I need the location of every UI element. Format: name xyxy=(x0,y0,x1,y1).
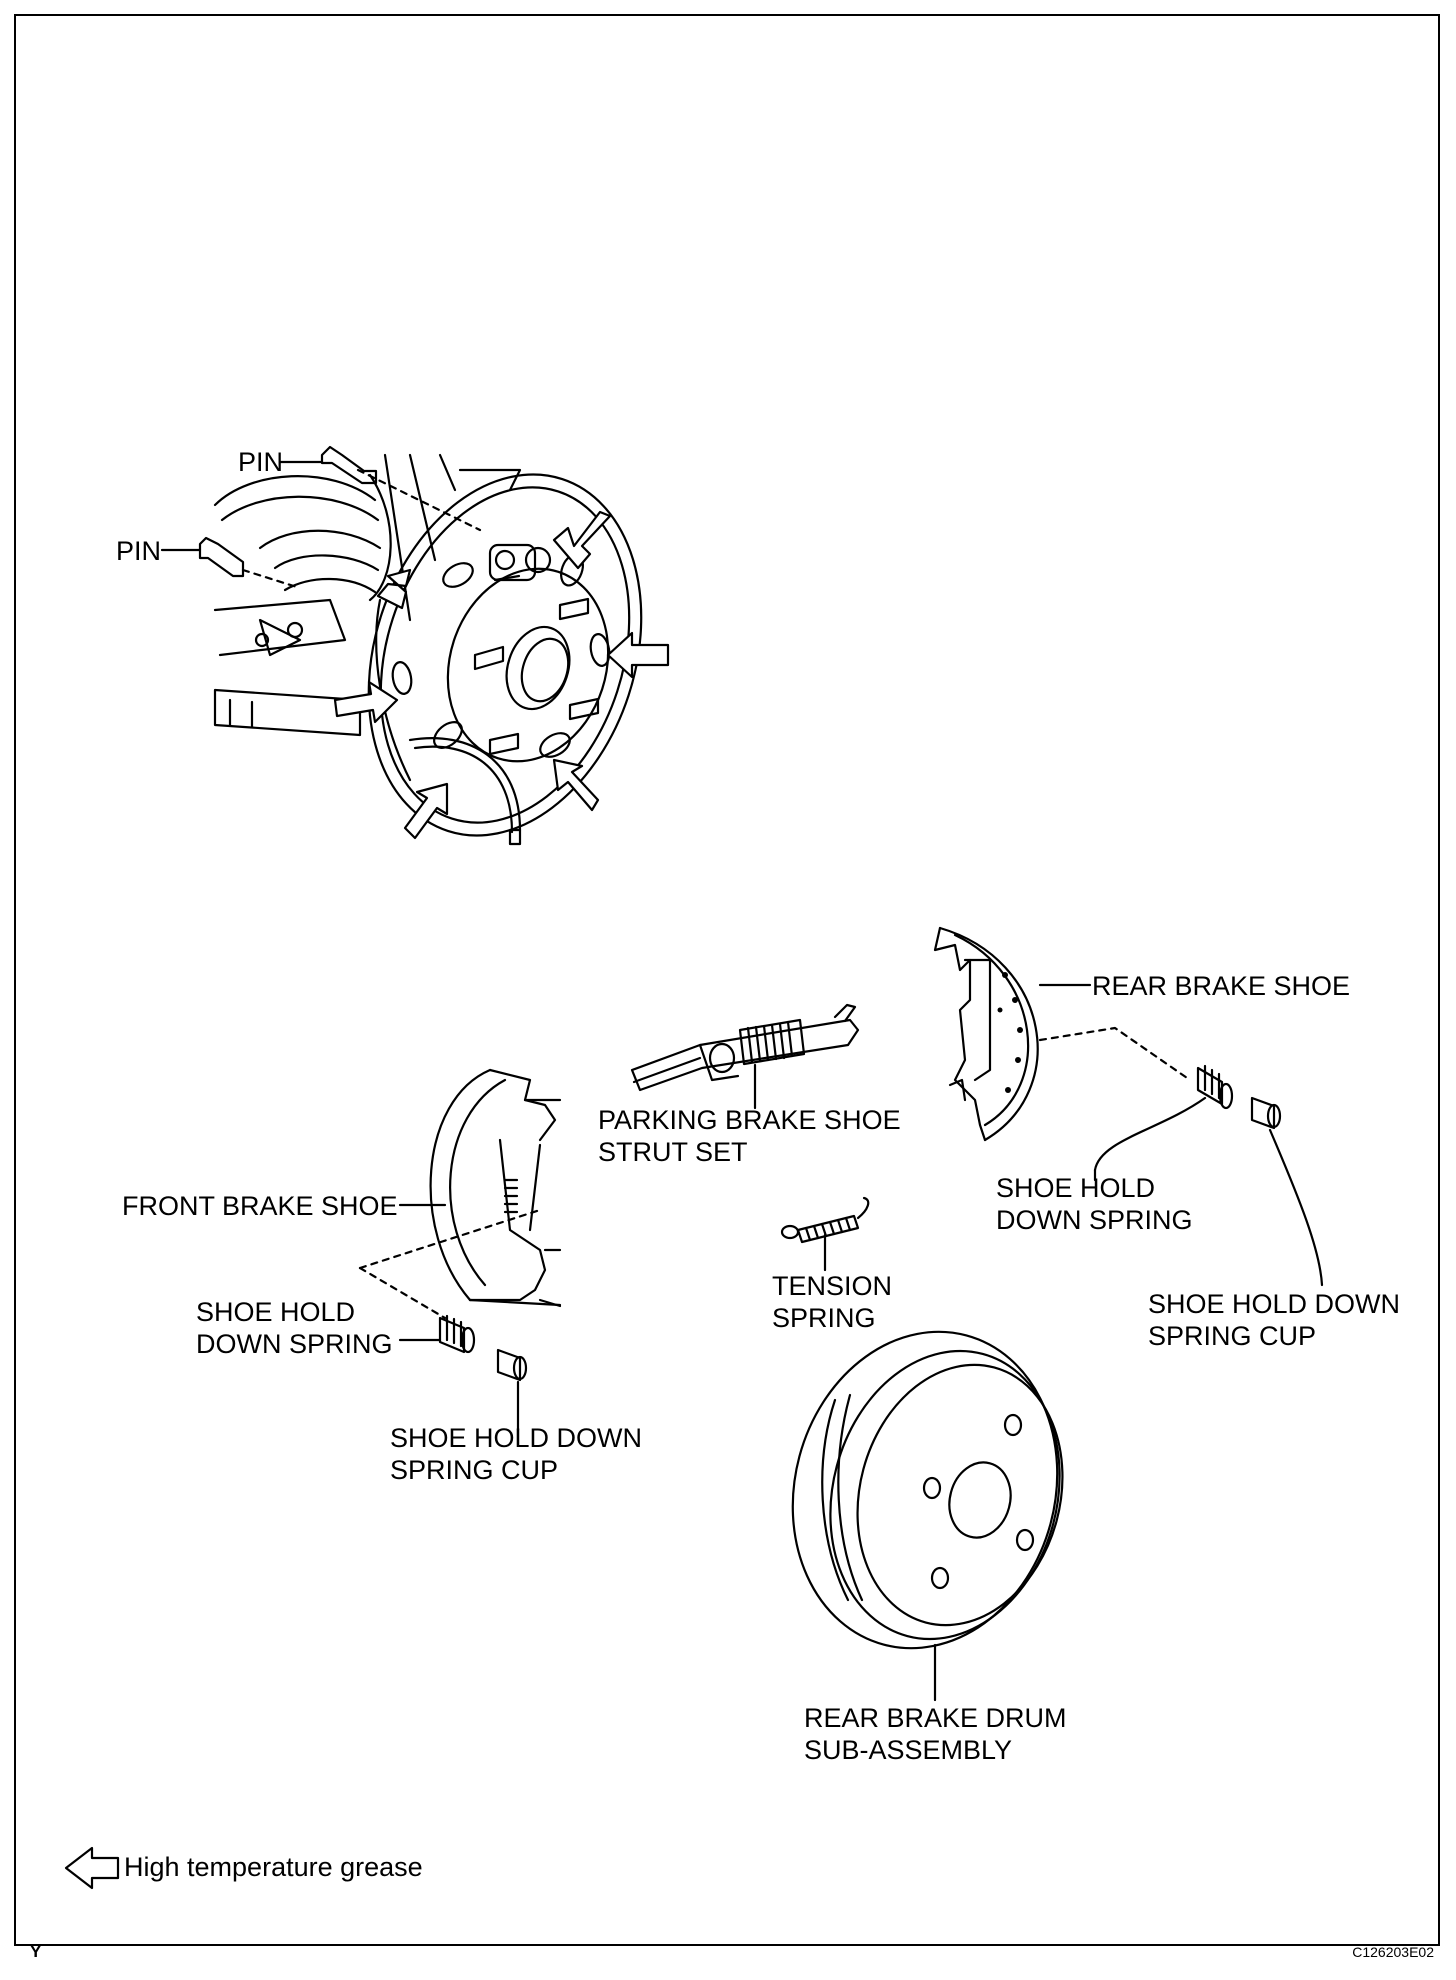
label-rear-brake-shoe: REAR BRAKE SHOE xyxy=(1092,971,1351,1001)
label-parking-strut-line2: STRUT SET xyxy=(598,1137,748,1167)
backing-plate-assembly xyxy=(160,445,670,846)
arrow-icon xyxy=(376,568,412,610)
label-pin-left: PIN xyxy=(116,536,162,566)
rear-brake-drum xyxy=(791,1330,1064,1702)
label-drum-line2: SUB-ASSEMBLY xyxy=(804,1735,1013,1765)
outline-arrow-left-icon xyxy=(64,1846,120,1890)
label-cup-right-line1: SHOE HOLD DOWN xyxy=(1148,1289,1401,1319)
front-brake-shoe xyxy=(358,1068,562,1320)
drum-center-bore xyxy=(948,1461,1012,1539)
rear-brake-shoe xyxy=(933,926,1192,1142)
label-shoe-spring-left-line2: DOWN SPRING xyxy=(196,1329,393,1359)
shoe-hold-down-spring-cup-left xyxy=(496,1348,528,1432)
legend-text: High temperature grease xyxy=(124,1852,423,1882)
label-cup-left-line2: SPRING CUP xyxy=(390,1455,559,1485)
parking-cable xyxy=(408,737,522,832)
label-tension-line2: SPRING xyxy=(772,1303,876,1333)
label-shoe-spring-left-line1: SHOE HOLD xyxy=(196,1297,356,1327)
corner-mark: Y xyxy=(30,1942,42,1961)
suspension-arm xyxy=(213,688,362,737)
figure-frame xyxy=(14,14,1440,1946)
arrow-icon xyxy=(403,782,449,840)
backing-plate xyxy=(367,473,643,837)
label-cup-left-line1: SHOE HOLD DOWN xyxy=(390,1423,643,1453)
figure-code: C126203E02 xyxy=(1352,1944,1434,1960)
front-shoe-spring xyxy=(503,1178,519,1214)
arrow-icon xyxy=(606,631,670,679)
label-pin-top: PIN xyxy=(238,447,284,477)
grease-arrows xyxy=(333,510,670,840)
label-drum-line1: REAR BRAKE DRUM xyxy=(804,1703,1067,1733)
pin-top-shape xyxy=(320,445,378,485)
label-shoe-spring-right-line1: SHOE HOLD xyxy=(996,1173,1156,1203)
label-parking-strut-line1: PARKING BRAKE SHOE xyxy=(598,1105,901,1135)
arrow-icon xyxy=(552,758,600,812)
coil-spring xyxy=(213,473,392,602)
label-shoe-spring-right-line2: DOWN SPRING xyxy=(996,1205,1193,1235)
axle-hub xyxy=(446,567,610,763)
wheel-cylinder xyxy=(488,543,537,582)
shoe-hold-down-spring-cup-right xyxy=(1250,1096,1324,1287)
label-front-brake-shoe: FRONT BRAKE SHOE xyxy=(122,1191,398,1221)
hub-studs xyxy=(473,574,600,756)
label-tension-line1: TENSION xyxy=(772,1271,893,1301)
shoe-hold-down-spring-left xyxy=(398,1314,476,1354)
grease-points xyxy=(391,553,611,758)
arrow-icon xyxy=(333,680,399,724)
parking-brake-strut xyxy=(630,1003,860,1110)
label-cup-right-line2: SPRING CUP xyxy=(1148,1321,1317,1351)
drum-bolt-holes xyxy=(922,1413,1035,1590)
pin-left-shape xyxy=(198,536,245,578)
arrow-icon xyxy=(552,510,612,570)
shoe-hold-down-spring-right xyxy=(1093,1064,1234,1182)
tension-spring xyxy=(780,1196,870,1272)
